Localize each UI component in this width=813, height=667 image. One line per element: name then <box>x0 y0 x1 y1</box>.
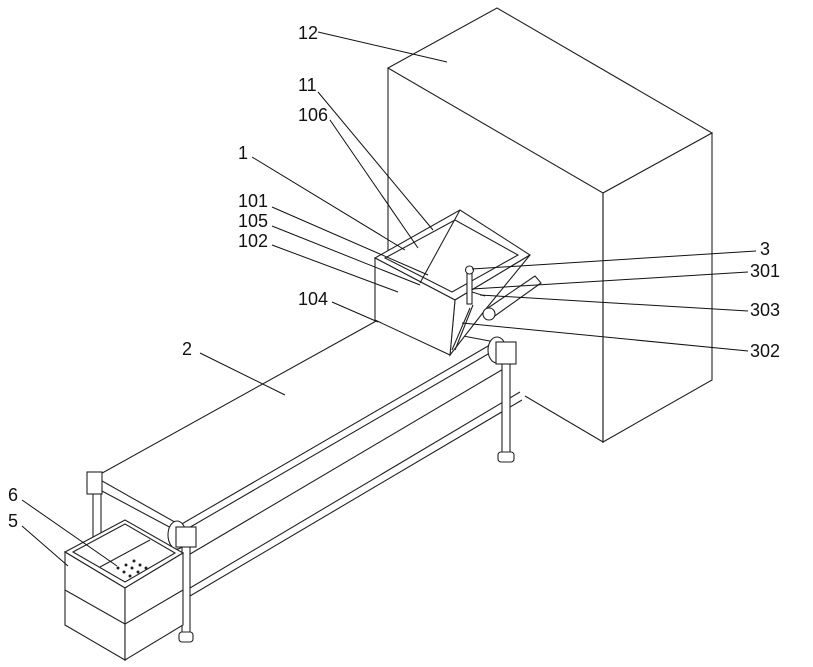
label-11: 11 <box>298 75 317 95</box>
label-2: 2 <box>182 339 193 359</box>
label-1: 1 <box>238 143 249 163</box>
label-102: 102 <box>238 231 269 251</box>
label-106: 106 <box>298 105 329 125</box>
collection-bin-5 <box>63 519 185 661</box>
label-6: 6 <box>8 485 19 505</box>
label-105: 105 <box>238 211 269 231</box>
label-302: 302 <box>750 341 781 361</box>
label-12: 12 <box>298 23 319 43</box>
label-104: 104 <box>298 289 329 309</box>
label-5: 5 <box>8 511 19 531</box>
cabinet-12 <box>386 7 714 443</box>
label-301: 301 <box>750 261 781 281</box>
label-3: 3 <box>760 239 771 259</box>
leader-lines <box>21 31 757 567</box>
label-101: 101 <box>238 191 269 211</box>
conveyor-belt-2 <box>86 319 517 550</box>
label-303: 303 <box>750 300 781 320</box>
hopper-1 <box>373 209 542 357</box>
screen-holes-6 <box>116 559 148 578</box>
